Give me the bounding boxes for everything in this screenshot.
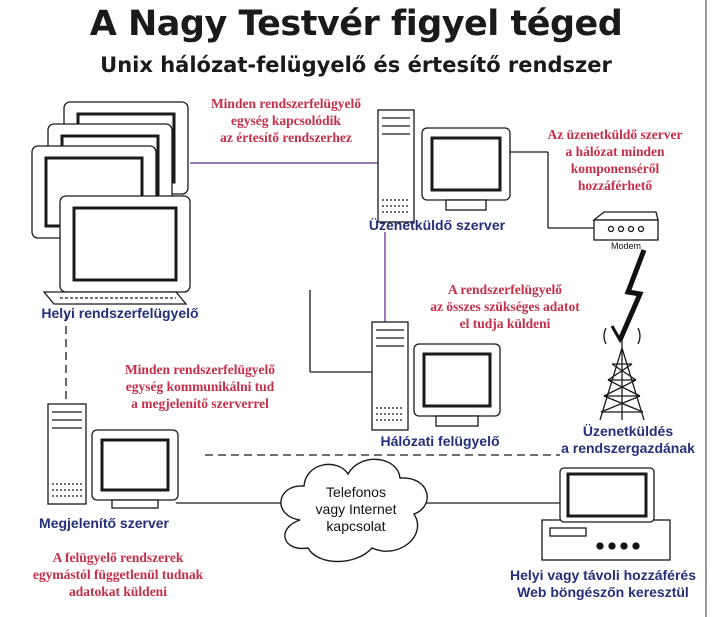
crt-monitor-icon (91, 429, 179, 509)
label-remote-access: Helyi vagy távoli hozzáférés Web böngész… (510, 567, 696, 600)
modem-label: Modem (610, 241, 641, 251)
label-local-monitor: Helyi rendszerfelügyelő (41, 305, 199, 321)
modem-icon (592, 211, 659, 241)
crt-monitor-icon (31, 101, 191, 293)
keyboard-icon (42, 291, 188, 305)
page-subtitle: Unix hálózat-felügyelő és értesítő rends… (100, 53, 612, 77)
note-middle-right: A rendszerfelügyelő az összes szükséges … (430, 282, 580, 331)
note-top-right: Az üzenetküldő szerver a hálózat minden … (547, 127, 683, 193)
page-title: A Nagy Testvér figyel téged (89, 4, 623, 44)
tower-computer-icon (377, 109, 415, 223)
desktop-computer-icon (541, 467, 671, 561)
crt-monitor-icon (413, 343, 501, 427)
lightning-bolt-icon (610, 249, 647, 344)
tower-computer-icon (47, 403, 87, 505)
label-network-monitor: Hálózati felügyelő (380, 433, 500, 449)
label-display-server: Megjelenítő szerver (39, 515, 169, 531)
crt-monitor-icon (421, 127, 511, 211)
note-bottom-left: A felügyelő rendszerek egymástól függetl… (32, 550, 204, 599)
cloud-icon (280, 458, 428, 563)
note-middle-left: Minden rendszerfelügyelő egység kommunik… (124, 362, 276, 411)
radio-tower-icon (599, 327, 645, 421)
cloud-label: Telefonos vagy Internet kapcsolat (315, 484, 397, 534)
label-message-server: Üzenetküldő szerver (368, 217, 506, 233)
note-top-center: Minden rendszerfelügyelő egység kapcsoló… (210, 96, 362, 145)
connection-lines (65, 151, 594, 504)
label-admin-messaging: Üzenetküldés a rendszergazdának (561, 423, 695, 456)
tower-computer-icon (371, 321, 409, 431)
